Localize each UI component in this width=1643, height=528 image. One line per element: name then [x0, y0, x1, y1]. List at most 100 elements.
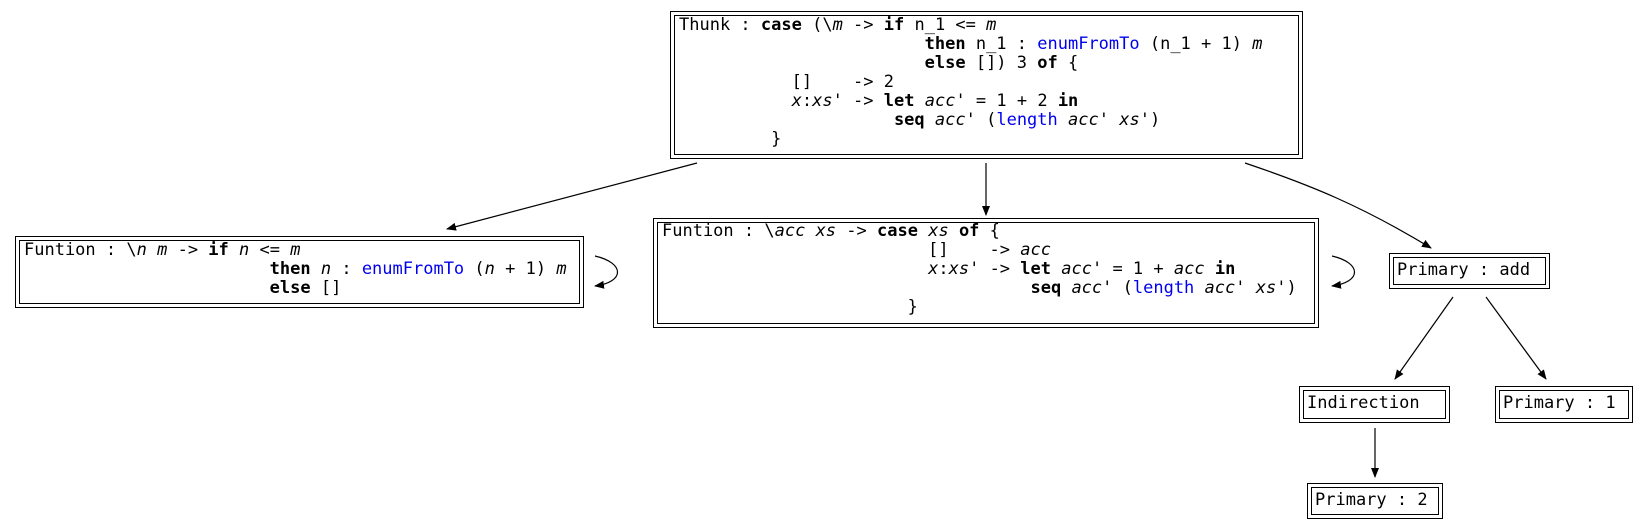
code-token: let: [883, 91, 915, 111]
code-token: of: [958, 221, 980, 241]
code-token: xs: [1255, 278, 1277, 298]
code-token: m: [290, 240, 301, 260]
code-token: m: [556, 259, 567, 279]
code-token: seq: [893, 110, 925, 130]
code-token: of: [1037, 53, 1058, 73]
primary-add-label: Primary : add: [1397, 260, 1531, 280]
code-token: Funtion : \: [662, 221, 775, 241]
code-token: ->: [958, 240, 1021, 260]
code-token: :: [801, 91, 813, 111]
code-token: [229, 240, 239, 260]
code-line: else []: [24, 278, 342, 298]
code-token: }: [662, 297, 918, 317]
code-token: [24, 278, 270, 298]
code-token: ' = 1 + 2: [955, 91, 1058, 111]
code-token: [679, 53, 925, 73]
code-token: []: [679, 72, 823, 92]
code-line: seq acc' (length acc' xs'): [662, 278, 1297, 298]
code-token: acc: [774, 221, 806, 241]
code-line: Funtion : \acc xs -> case xs of {: [662, 221, 1000, 241]
code-token: else: [269, 278, 311, 298]
code-token: [1061, 278, 1071, 298]
code-token: '): [1276, 278, 1297, 298]
code-token: acc: [1020, 240, 1051, 260]
code-token: acc: [924, 91, 956, 111]
code-token: [679, 91, 792, 111]
function-length-code: Funtion : \acc xs -> case xs of { [] -> …: [662, 222, 1297, 317]
code-token: ' (: [965, 110, 997, 130]
code-token: [1051, 259, 1061, 279]
function-enumfromto-node: Funtion : \n m -> if n <= m then n : enu…: [15, 236, 584, 308]
code-token: enumFromTo: [361, 259, 465, 279]
code-token: ' (: [1102, 278, 1133, 298]
function-length-node: Funtion : \acc xs -> case xs of { [] -> …: [653, 218, 1319, 328]
code-line: x:xs' -> let acc' = 1 + acc in: [662, 259, 1235, 279]
code-token: enumFromTo: [1037, 34, 1140, 54]
code-token: length: [996, 110, 1058, 130]
code-token: ' ->: [832, 91, 884, 111]
code-token: [679, 34, 925, 54]
code-token: [1058, 110, 1068, 130]
code-token: ': [1235, 278, 1256, 298]
edge-fun1-self-loop: [594, 255, 618, 289]
thunk-node: Thunk : case (\m -> if n_1 <= m then n_1…: [670, 11, 1303, 159]
thunk-code: Thunk : case (\m -> if n_1 <= m then n_1…: [679, 16, 1262, 149]
code-line: else []) 3 of {: [679, 53, 1079, 73]
code-line: Thunk : case (\m -> if n_1 <= m: [679, 15, 996, 35]
code-token: acc: [1204, 278, 1236, 298]
primary-1-node: Primary : 1: [1495, 386, 1633, 423]
code-token: x: [928, 259, 939, 279]
code-token: xs: [948, 259, 970, 279]
edge-fun2-self-loop: [1331, 255, 1355, 289]
code-token: m: [1252, 34, 1263, 54]
code-token: [925, 110, 935, 130]
code-line: Funtion : \n m -> if n <= m: [24, 240, 300, 260]
code-token: [679, 110, 894, 130]
code-token: n_1 :: [965, 34, 1038, 54]
primary-2-label: Primary : 2: [1315, 490, 1428, 510]
code-token: if: [208, 240, 229, 260]
code-token: [311, 259, 321, 279]
code-token: :: [331, 259, 362, 279]
code-token: acc: [1173, 259, 1205, 279]
code-token: [1205, 259, 1215, 279]
code-token: if: [883, 15, 905, 35]
code-token: [24, 259, 270, 279]
code-token: [1194, 278, 1204, 298]
code-line: [] -> acc: [662, 240, 1051, 260]
code-token: then: [269, 259, 311, 279]
code-token: [805, 221, 815, 241]
code-token: '): [1139, 110, 1161, 130]
code-line: }: [679, 129, 781, 149]
code-token: xs: [812, 91, 833, 111]
code-line: }: [662, 297, 918, 317]
code-line: then n_1 : enumFromTo (n_1 + 1) m: [679, 34, 1263, 54]
code-line: seq acc' (length acc' xs'): [679, 110, 1160, 130]
code-token: m: [832, 15, 843, 35]
code-token: ->: [836, 221, 877, 241]
code-line: then n : enumFromTo (n + 1) m: [24, 259, 567, 279]
code-token: [662, 259, 928, 279]
code-token: ->: [842, 15, 884, 35]
code-token: [914, 91, 924, 111]
primary-1-label: Primary : 1: [1503, 393, 1616, 413]
code-token: x: [791, 91, 802, 111]
code-token: n_1 <=: [904, 15, 987, 35]
code-token: {: [979, 221, 1000, 241]
code-token: ' ->: [969, 259, 1021, 279]
code-token: n: [320, 259, 332, 279]
code-token: [918, 221, 928, 241]
code-token: ' = 1 +: [1091, 259, 1174, 279]
code-token: -> 2: [822, 72, 894, 92]
code-token: [147, 240, 157, 260]
code-token: else: [924, 53, 966, 73]
code-token: n: [239, 240, 250, 260]
code-token: [949, 221, 959, 241]
code-token: xs: [815, 221, 837, 241]
code-token: (: [464, 259, 485, 279]
indirection-node: Indirection: [1299, 386, 1450, 423]
code-token: []) 3: [965, 53, 1038, 73]
code-token: []: [310, 278, 342, 298]
code-token: [662, 278, 1030, 298]
